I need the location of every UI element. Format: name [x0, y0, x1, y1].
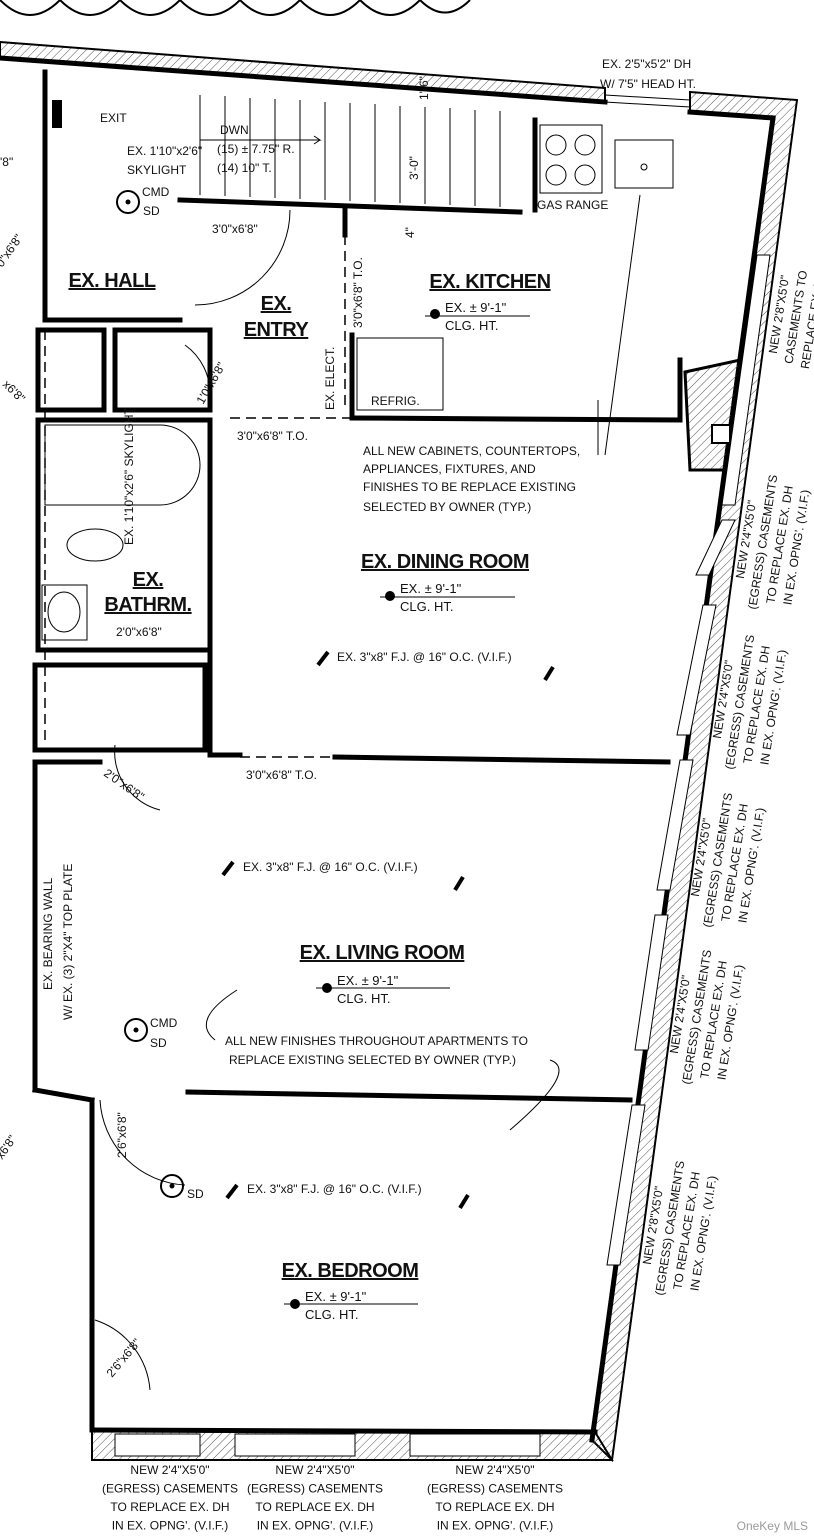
kitchen-ceiling-label: CLG. HT.: [445, 318, 498, 333]
fire-extinguisher-icon: [52, 100, 62, 128]
living-ceiling-label: CLG. HT.: [337, 991, 390, 1006]
gas-range-label: GAS RANGE: [537, 198, 608, 212]
refrigerator-label: REFRIG.: [371, 394, 420, 408]
stairs: [199, 95, 501, 207]
bottom-window-labels: NEW 2'4"X5'0" (EGRESS) CASEMENTS TO REPLAC…: [102, 1463, 563, 1533]
bearing-wall-note-1: EX. BEARING WALL: [41, 877, 55, 990]
bottom-window-label-line: TO REPLACE EX. DH: [255, 1500, 374, 1514]
kitchen-ceiling-height: EX. ± 9'-1": [445, 300, 507, 315]
bottom-window-label-line: IN EX. OPNG'. (V.I.F.): [437, 1519, 554, 1533]
bottom-wall-windows: [114, 1433, 541, 1457]
interior-walls: [32, 69, 683, 1433]
kitchen-note-1: ALL NEW CABINETS, COUNTERTOPS,: [363, 444, 580, 458]
cloud-revision-mark: [0, 0, 471, 16]
stair-treads: (14) 10" T.: [217, 161, 272, 175]
living-cmd-label: CMD: [150, 1016, 178, 1030]
room-label-dining: EX. DINING ROOM: [361, 551, 529, 573]
bath-door-label: 2'0"x6'8": [116, 625, 162, 639]
dining-ceiling-height: EX. ± 9'-1": [400, 581, 462, 596]
kitchen-note-4: SELECTED BY OWNER (TYP.): [363, 500, 531, 514]
bedroom-closet-door-label: 2'6"x6'8": [104, 1336, 144, 1380]
stair-skylight-1: EX. 1'10"x2'6": [127, 144, 202, 158]
toilet-icon: [66, 528, 124, 562]
kitchen-note-2: APPLIANCES, FIXTURES, AND: [363, 462, 536, 476]
gas-range-icon: [539, 124, 603, 194]
bottom-window-label-line: (EGRESS) CASEMENTS: [427, 1482, 563, 1496]
bottom-window-label-line: IN EX. OPNG'. (V.I.F.): [112, 1519, 229, 1533]
room-label-bedroom: EX. BEDROOM: [282, 1260, 419, 1282]
living-ceiling-height: EX. ± 9'-1": [337, 973, 399, 988]
hall-sd-label: SD: [143, 204, 160, 218]
bathtub-icon: [44, 424, 201, 506]
stair-down-label: DWN: [220, 123, 249, 137]
dining-joist-note: EX. 3"x8" F.J. @ 16" O.C. (V.I.F.): [337, 650, 512, 664]
ceiling-height-symbols: [284, 309, 530, 1309]
chimney-icon: [683, 358, 742, 472]
living-closet-door-label: 2'0"x6'8": [101, 766, 147, 804]
left-door-label-3: x6'8": [0, 377, 28, 405]
bottom-window-label-line: NEW 2'4"X5'0": [130, 1463, 209, 1477]
room-label-kitchen: EX. KITCHEN: [429, 271, 550, 293]
bedroom-joist-note: EX. 3"x8" F.J. @ 16" O.C. (V.I.F.): [247, 1182, 422, 1196]
bottom-window-label-line: TO REPLACE EX. DH: [110, 1500, 229, 1514]
refrigerator-icon: [356, 337, 444, 411]
bottom-window-label-line: IN EX. OPNG'. (V.I.F.): [257, 1519, 374, 1533]
living-sd-label: SD: [150, 1036, 167, 1050]
hall-door-label: 3'0"x6'8": [212, 222, 258, 236]
hall-cmd-label: CMD: [142, 185, 170, 199]
top-window-label-2: W/ 7'5" HEAD HT.: [600, 77, 696, 91]
finishes-note-2: REPLACE EXISTING SELECTED BY OWNER (TYP.…: [229, 1053, 516, 1067]
left-door-label-2: 0"x6'8": [0, 232, 26, 270]
finishes-note-1: ALL NEW FINISHES THROUGHOUT APARTMENTS T…: [225, 1034, 528, 1048]
smoke-detector-icon: [116, 190, 184, 1198]
bearing-wall-note-2: W/ EX. (3) 2"X4" TOP PLATE: [61, 864, 75, 1020]
right-wall-windows: [606, 254, 771, 1266]
stair-dim-top: 1'-6": [417, 76, 431, 100]
room-label-living: EX. LIVING ROOM: [300, 942, 465, 964]
watermark: OneKey MLS: [737, 1519, 808, 1533]
dining-ceiling-label: CLG. HT.: [400, 599, 453, 614]
room-label-entry-2: ENTRY: [244, 319, 310, 341]
left-door-label-4: x6'8": [0, 1132, 19, 1161]
kitchen-sink-icon: [614, 139, 674, 189]
bedroom-ceiling-height: EX. ± 9'-1": [305, 1289, 367, 1304]
stair-risers: (15) ± 7.75" R.: [217, 142, 295, 156]
bottom-window-label-line: TO REPLACE EX. DH: [435, 1500, 554, 1514]
electric-panel-label: EX. ELECT.: [323, 347, 337, 410]
joist-marks: [221, 650, 555, 1210]
leader-lines: [205, 194, 641, 1131]
room-label-entry-1: EX.: [261, 293, 292, 315]
kitchen-note-3: FINISHES TO BE REPLACE EXISTING: [363, 480, 576, 494]
top-window-label-1: EX. 2'5"x5'2" DH: [602, 57, 691, 71]
living-joist-note: EX. 3"x8" F.J. @ 16" O.C. (V.I.F.): [243, 860, 418, 874]
bath-skylight-label: EX. 1'10"x2'6" SKYLIGHT: [122, 407, 136, 546]
left-door-label-1: '8": [0, 155, 13, 169]
room-label-bath-2: BATHRM.: [104, 594, 191, 616]
bedroom-door-label: 2'6"x6'8": [115, 1112, 129, 1158]
room-label-hall: EX. HALL: [68, 270, 155, 292]
stair-dim-bottom: 4": [403, 227, 417, 238]
bottom-window-label-line: (EGRESS) CASEMENTS: [247, 1482, 383, 1496]
kitchen-opening-label: 3'0"x6'8" T.O.: [351, 257, 365, 328]
entry-opening-label: 3'0"x6'8" T.O.: [237, 429, 308, 443]
door-swings: [94, 209, 291, 1391]
room-label-bath-1: EX.: [133, 569, 164, 591]
stair-width: 3'-0": [407, 156, 421, 180]
stair-skylight-2: SKYLIGHT: [127, 163, 187, 177]
dining-opening-label: 3'0"x6'8" T.O.: [246, 768, 317, 782]
bottom-window-label-line: NEW 2'4"X5'0": [455, 1463, 534, 1477]
bath-sink-icon: [41, 584, 88, 641]
bottom-window-label-line: NEW 2'4"X5'0": [275, 1463, 354, 1477]
bedroom-sd-label: SD: [187, 1187, 204, 1201]
exit-sign: EXIT: [100, 111, 127, 125]
bedroom-ceiling-label: CLG. HT.: [305, 1307, 358, 1322]
bottom-window-label-line: (EGRESS) CASEMENTS: [102, 1482, 238, 1496]
